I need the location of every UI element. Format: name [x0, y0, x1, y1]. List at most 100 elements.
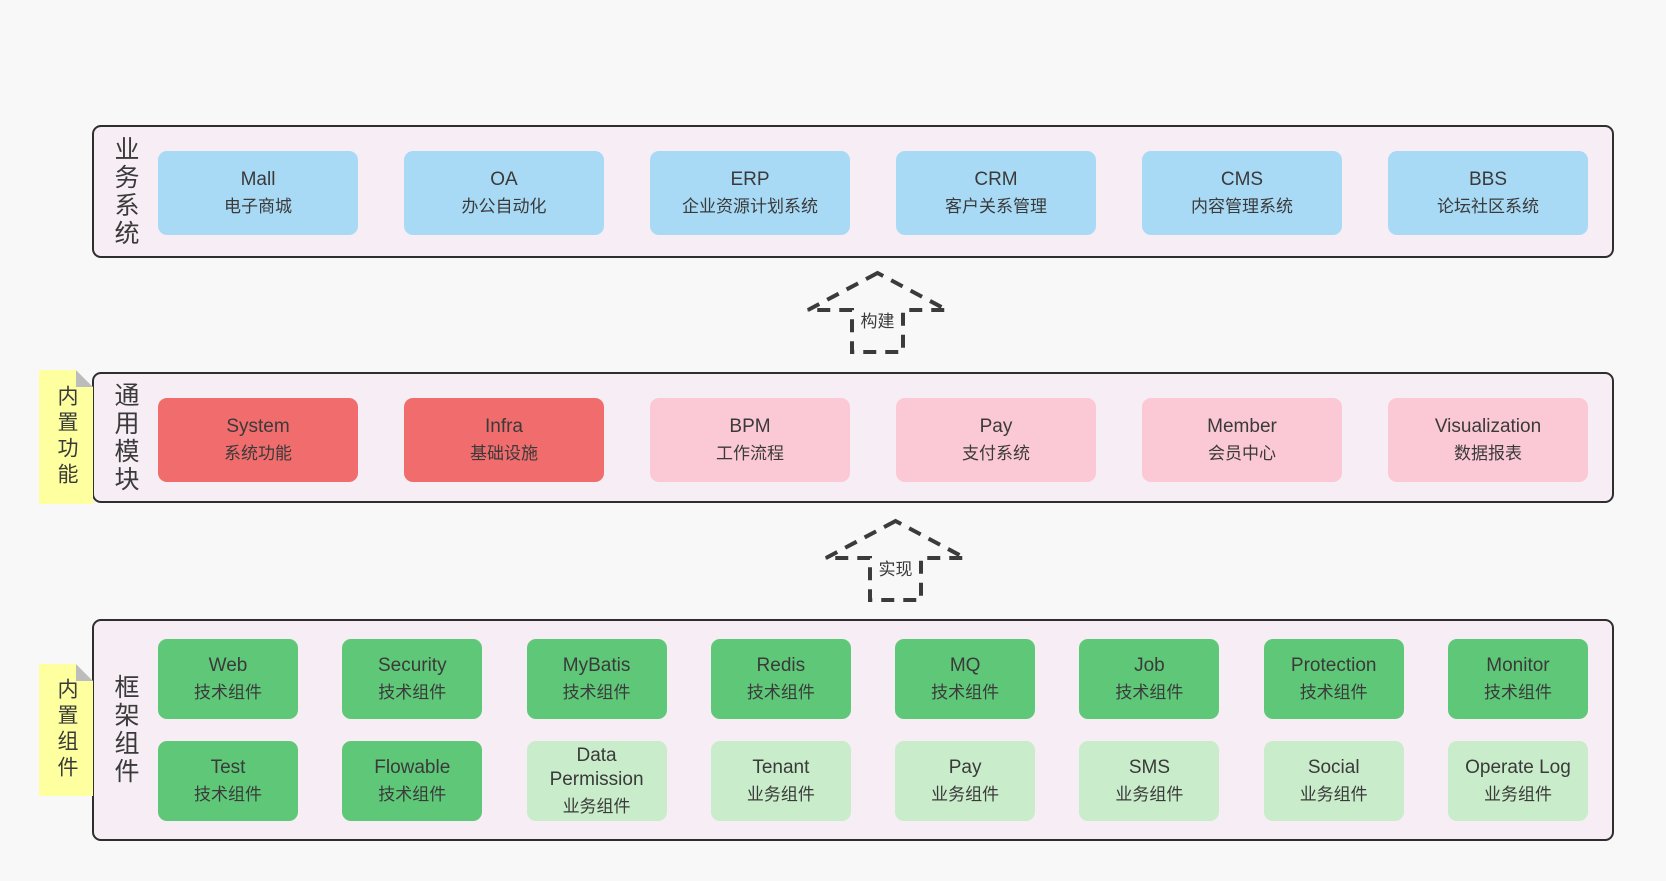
box-subtitle: 支付系统 [962, 443, 1030, 463]
box-pay: Pay 支付系统 [896, 398, 1096, 482]
sticky-note-text: 内置功能 [55, 385, 78, 489]
box-subtitle: 企业资源计划系统 [682, 196, 818, 216]
box-title: Redis [756, 655, 806, 677]
box-title: MyBatis [562, 655, 631, 677]
sticky-note-text: 内置组件 [55, 678, 78, 782]
arrow-implement: 实现 [823, 518, 968, 603]
framework-components-row-2: Test 技术组件 Flowable 技术组件 Data Permission … [158, 741, 1588, 821]
sticky-note-built-in-components: 内置组件 [39, 664, 93, 796]
box-subtitle: 论坛社区系统 [1437, 196, 1539, 216]
box-subtitle: 业务组件 [1483, 784, 1552, 804]
box-monitor: Monitor 技术组件 [1447, 639, 1588, 719]
dashed-up-arrow-icon [807, 270, 948, 354]
box-subtitle: 办公自动化 [461, 196, 547, 216]
box-subtitle: 业务组件 [746, 784, 815, 804]
box-subtitle: 工作流程 [716, 443, 784, 463]
box-subtitle: 技术组件 [562, 682, 631, 702]
box-title: Mall [240, 169, 276, 191]
box-member: Member 会员中心 [1142, 398, 1342, 482]
box-web: Web 技术组件 [158, 639, 298, 719]
box-system: System 系统功能 [158, 398, 358, 482]
box-visualization: Visualization 数据报表 [1388, 398, 1588, 482]
box-title: Infra [484, 416, 524, 438]
box-security: Security 技术组件 [342, 639, 483, 719]
box-title: ERP [730, 169, 770, 191]
box-subtitle: 电子商城 [224, 196, 292, 216]
box-title: SMS [1128, 757, 1170, 779]
box-infra: Infra 基础设施 [404, 398, 604, 482]
folded-corner-icon [76, 664, 93, 681]
box-subtitle: 技术组件 [1299, 682, 1368, 702]
box-title: OA [490, 169, 518, 191]
box-title: Social [1307, 757, 1360, 779]
framework-components-row-1: Web 技术组件 Security 技术组件 MyBatis 技术组件 Redi… [158, 639, 1588, 719]
box-cms: CMS 内容管理系统 [1142, 151, 1342, 235]
band-common-modules: 通用模块 System 系统功能 Infra 基础设施 BPM 工作流程 Pay… [92, 372, 1614, 503]
box-subtitle: 技术组件 [1115, 682, 1184, 702]
box-subtitle: 系统功能 [224, 443, 292, 463]
arrow-implement-label: 实现 [876, 555, 915, 580]
box-title: System [226, 416, 290, 438]
box-title: BBS [1468, 169, 1508, 191]
box-subtitle: 业务组件 [562, 797, 631, 817]
box-sms: SMS 业务组件 [1079, 741, 1220, 821]
box-social: Social 业务组件 [1263, 741, 1404, 821]
dashed-up-arrow-icon [825, 518, 966, 602]
band-business-systems: 业务系统 Mall 电子商城 OA 办公自动化 ERP 企业资源计划系统 CRM… [92, 125, 1614, 258]
box-title: Data Permission [549, 744, 644, 791]
box-subtitle: 基础设施 [470, 443, 538, 463]
box-data-permission: Data Permission 业务组件 [526, 741, 667, 821]
box-title: CMS [1220, 169, 1264, 191]
box-subtitle: 数据报表 [1454, 443, 1522, 463]
box-subtitle: 技术组件 [1483, 682, 1552, 702]
box-oa: OA 办公自动化 [404, 151, 604, 235]
box-title: BPM [729, 416, 771, 438]
box-mq: MQ 技术组件 [895, 639, 1036, 719]
arrow-build: 构建 [805, 270, 950, 355]
common-modules-row: System 系统功能 Infra 基础设施 BPM 工作流程 Pay 支付系统… [158, 398, 1588, 482]
box-job: Job 技术组件 [1079, 639, 1220, 719]
box-title: Job [1134, 655, 1165, 677]
box-subtitle: 技术组件 [194, 682, 262, 702]
box-title: Pay [948, 757, 982, 779]
box-protection: Protection 技术组件 [1263, 639, 1404, 719]
box-subtitle: 会员中心 [1208, 443, 1276, 463]
box-subtitle: 技术组件 [746, 682, 815, 702]
box-title: MQ [949, 655, 981, 677]
box-bbs: BBS 论坛社区系统 [1388, 151, 1588, 235]
box-subtitle: 技术组件 [931, 682, 1000, 702]
folded-corner-icon [76, 370, 93, 387]
box-bpm: BPM 工作流程 [650, 398, 850, 482]
box-title: Flowable [374, 757, 451, 779]
arrow-build-label: 构建 [858, 307, 897, 332]
box-title: Tenant [752, 757, 810, 779]
box-erp: ERP 企业资源计划系统 [650, 151, 850, 235]
box-subtitle: 技术组件 [194, 784, 262, 804]
sticky-note-built-in-features: 内置功能 [39, 370, 93, 504]
box-subtitle: 技术组件 [378, 682, 447, 702]
box-title: Protection [1290, 655, 1377, 677]
box-mall: Mall 电子商城 [158, 151, 358, 235]
box-title: Operate Log [1465, 757, 1571, 779]
band-label-common-modules: 通用模块 [111, 381, 139, 494]
box-title: Security [377, 655, 447, 677]
band-framework-components: 框架组件 Web 技术组件 Security 技术组件 MyBatis 技术组件… [92, 619, 1614, 841]
band-label-framework-components: 框架组件 [111, 674, 139, 786]
box-redis: Redis 技术组件 [710, 639, 851, 719]
box-title: Member [1207, 416, 1277, 438]
box-tenant: Tenant 业务组件 [710, 741, 851, 821]
box-flowable: Flowable 技术组件 [342, 741, 483, 821]
box-subtitle: 业务组件 [1115, 784, 1184, 804]
band-label-business-systems: 业务系统 [111, 135, 139, 248]
box-operate-log: Operate Log 业务组件 [1447, 741, 1588, 821]
business-systems-row: Mall 电子商城 OA 办公自动化 ERP 企业资源计划系统 CRM 客户关系… [158, 151, 1588, 235]
box-title: Visualization [1434, 416, 1542, 438]
box-title: Test [210, 757, 246, 779]
box-title: CRM [974, 169, 1018, 191]
box-subtitle: 技术组件 [378, 784, 447, 804]
box-subtitle: 业务组件 [1299, 784, 1368, 804]
box-crm: CRM 客户关系管理 [896, 151, 1096, 235]
box-mybatis: MyBatis 技术组件 [526, 639, 667, 719]
box-test: Test 技术组件 [158, 741, 298, 821]
box-title: Pay [979, 416, 1013, 438]
